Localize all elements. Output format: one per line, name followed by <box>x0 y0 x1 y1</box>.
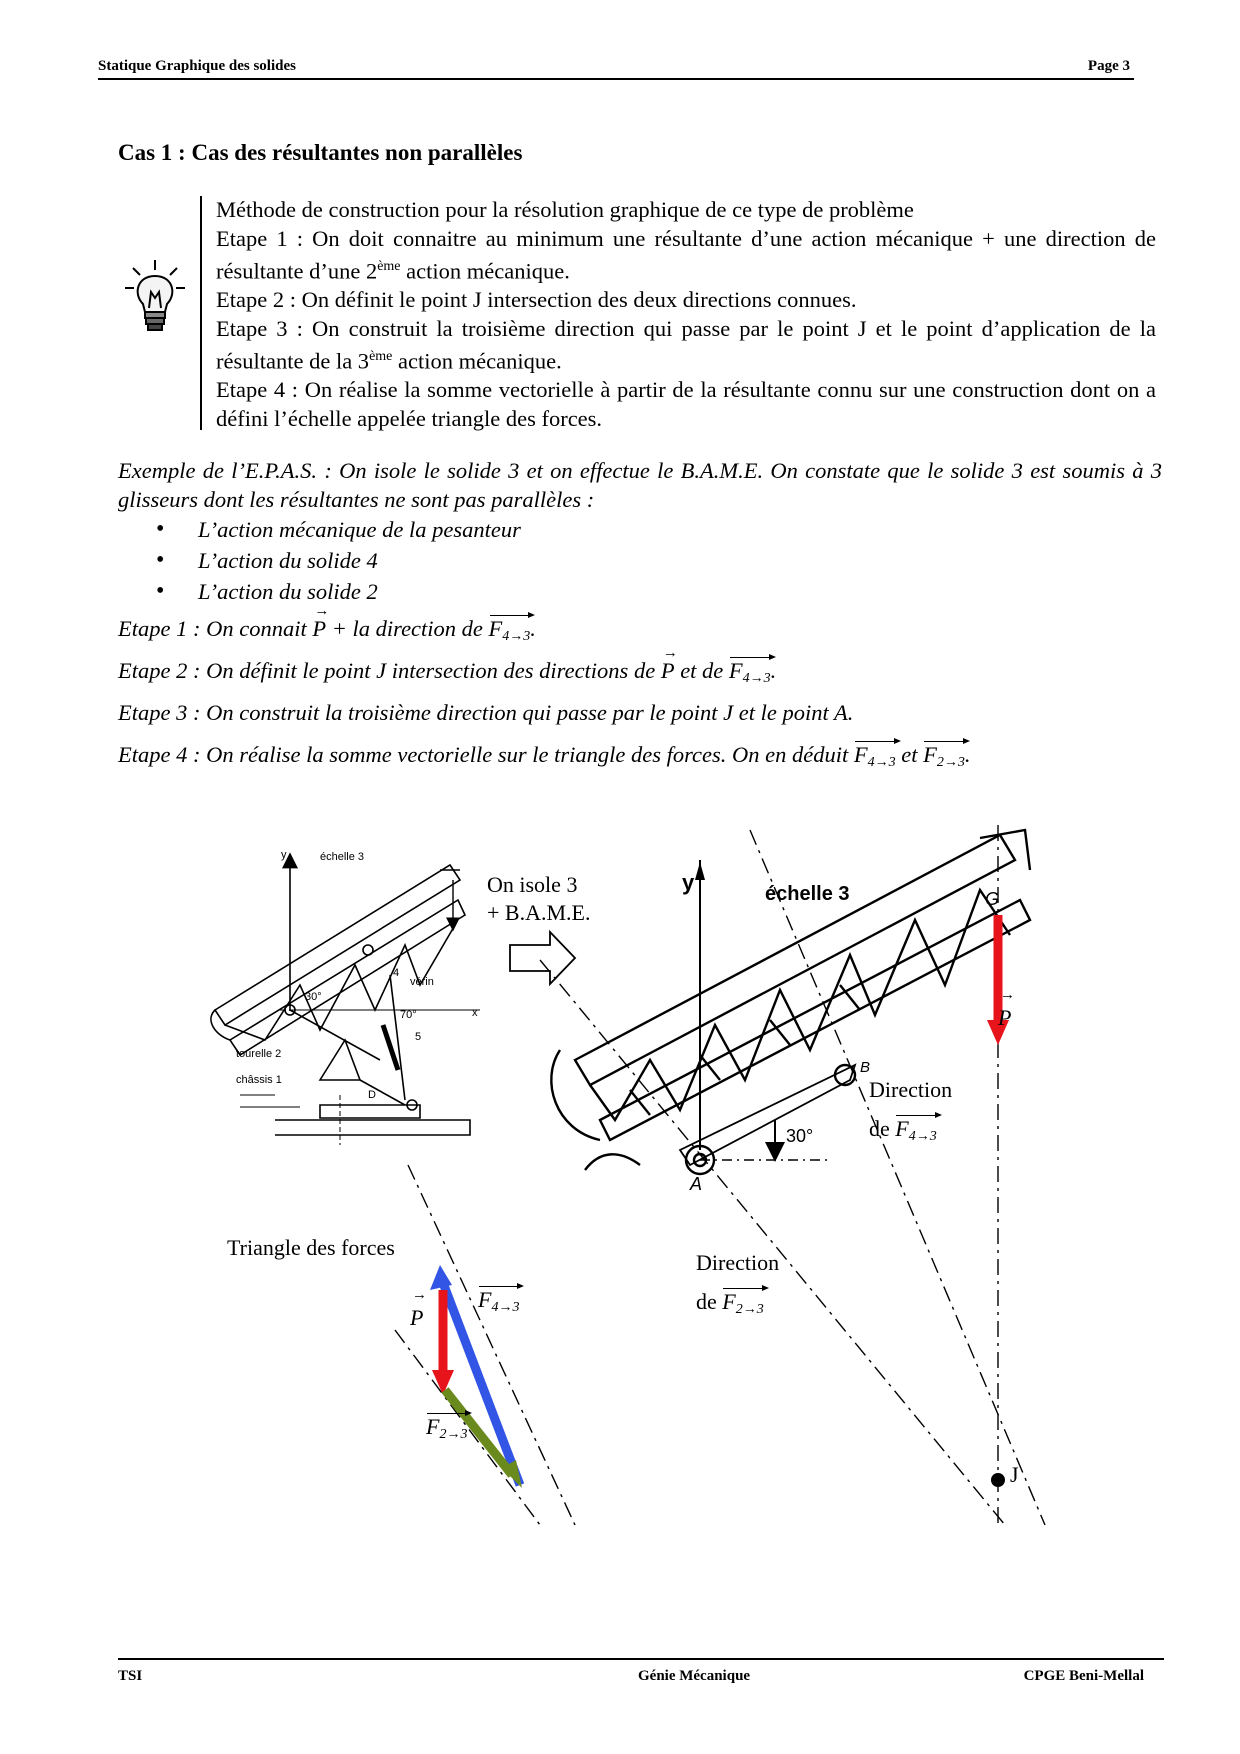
header-title: Statique Graphique des solides <box>98 58 296 74</box>
vector-f23: F2→3 <box>923 738 970 774</box>
method-step-1: Etape 1 : On doit connaitre au minimum u… <box>216 225 1156 287</box>
list-item: L’action mécanique de la pesanteur <box>156 514 1162 545</box>
label-p-truss: P <box>998 987 1016 1031</box>
isolate-line-2: + B.A.M.E. <box>487 900 591 925</box>
large-label-b: B <box>860 1059 870 1076</box>
small-label-verin: vérin <box>410 976 434 988</box>
direction-f23-de: de F2→3 <box>696 1285 770 1321</box>
large-label-30: 30° <box>786 1126 813 1146</box>
method-step-1-text: Etape 1 : On doit connaitre au minimum u… <box>216 225 1156 284</box>
hollow-arrow-icon <box>509 929 577 987</box>
small-label-echelle: échelle 3 <box>320 851 364 863</box>
example-step-3: Etape 3 : On construit la troisième dire… <box>118 700 854 725</box>
example-step-4: Etape 4 : On réalise la somme vectoriell… <box>118 734 971 776</box>
footer-left: TSI <box>118 1668 143 1684</box>
large-label-echelle: échelle 3 <box>765 883 850 905</box>
isolate-line-1: On isole 3 <box>487 872 578 897</box>
footer-center: Génie Mécanique <box>638 1668 751 1684</box>
list-item: L’action du solide 2 <box>156 576 1162 607</box>
small-label-chassis: châssis 1 <box>236 1074 282 1086</box>
lightbulb-icon <box>125 260 185 331</box>
direction-f43-de: de F4→3 <box>869 1112 943 1148</box>
list-item: L’action du solide 4 <box>156 545 1162 576</box>
method-box: Méthode de construction pour la résoluti… <box>216 196 1156 433</box>
step-text: . <box>530 616 536 641</box>
step-text: Etape 1 : On connait <box>118 616 313 641</box>
method-step-4: Etape 4 : On réalise la somme vectoriell… <box>216 377 1156 431</box>
triangle-title: Triangle des forces <box>227 1235 395 1260</box>
small-label-x: x <box>472 1007 478 1019</box>
example-intro: Exemple de l’E.P.A.S. : On isole le soli… <box>118 458 1162 512</box>
step-text: et <box>895 742 924 767</box>
direction-f23-label: Direction <box>696 1250 780 1275</box>
vector-f43: F4→3 <box>729 654 776 690</box>
page-footer: TSI Génie Mécanique CPGE Beni-Mellal <box>118 1658 1164 1690</box>
vector-f23: F2→3 <box>722 1285 770 1321</box>
vector-f43: F4→3 <box>489 612 536 648</box>
example-section: Exemple de l’E.P.A.S. : On isole le soli… <box>118 456 1162 607</box>
method-step-2: Etape 2 : On définit le point J intersec… <box>216 287 857 312</box>
step-text: + la direction de <box>326 616 489 641</box>
method-step-3-sup: ème <box>369 349 393 364</box>
small-label-30: 30° <box>305 991 322 1003</box>
vector-f43: F4→3 <box>895 1112 943 1148</box>
method-step-3-end: action mécanique. <box>392 348 562 374</box>
de-text: de <box>696 1289 717 1314</box>
vector-p: P <box>661 632 678 692</box>
step-text: Etape 4 : On réalise la somme vectoriell… <box>118 742 854 767</box>
small-label-tourelle: tourelle 2 <box>236 1048 281 1060</box>
large-label-g: G <box>985 889 999 909</box>
page-header: Statique Graphique des solides Page 3 <box>98 58 1134 80</box>
method-divider <box>200 196 202 430</box>
example-step-1: Etape 1 : On connait P + la direction de… <box>118 590 971 650</box>
step-text: . <box>770 658 777 683</box>
isolated-truss <box>550 828 1032 1176</box>
triangle-label-p: P <box>410 1287 428 1331</box>
small-schematic <box>210 852 480 1145</box>
example-steps: Etape 1 : On connait P + la direction de… <box>118 590 971 776</box>
small-label-70: 70° <box>400 1009 417 1021</box>
method-step-1-sup: ème <box>377 259 401 274</box>
method-step-3: Etape 3 : On construit la troisième dire… <box>216 315 1156 377</box>
small-label-d: D <box>368 1089 376 1101</box>
method-step-1-end: action mécanique. <box>400 258 570 284</box>
small-label-y: y <box>281 849 287 861</box>
point-j-label: J <box>1010 1462 1019 1487</box>
example-step-2: Etape 2 : On définit le point J intersec… <box>118 632 971 692</box>
small-label-5: 5 <box>415 1031 421 1043</box>
vector-f43-mark <box>435 1273 525 1487</box>
method-step-3-text: Etape 3 : On construit la troisième dire… <box>216 315 1156 374</box>
triangle-label-f43: F4→3 <box>478 1283 525 1319</box>
vector-p: P <box>312 590 329 650</box>
large-label-a: A <box>689 1174 702 1194</box>
section-title: Cas 1 : Cas des résultantes non parallèl… <box>118 140 523 165</box>
small-label-4: 4 <box>393 967 399 979</box>
direction-f43-label: Direction <box>869 1077 953 1102</box>
step-text: Etape 2 : On définit le point J intersec… <box>118 658 661 683</box>
header-page-number: Page 3 <box>1087 58 1130 74</box>
vector-f23-mark <box>441 1387 516 1478</box>
step-text: . <box>964 742 971 767</box>
point-j <box>991 1473 1005 1487</box>
large-label-y: y <box>682 870 695 895</box>
step-text: et de <box>674 658 729 683</box>
example-list: L’action mécanique de la pesanteur L’act… <box>118 514 1162 607</box>
triangle-label-f23: F2→3 <box>426 1410 473 1446</box>
vector-f43: F4→3 <box>854 738 901 774</box>
de-text: de <box>869 1116 890 1141</box>
footer-right: CPGE Beni-Mellal <box>1023 1668 1144 1684</box>
method-intro: Méthode de construction pour la résoluti… <box>216 197 914 222</box>
